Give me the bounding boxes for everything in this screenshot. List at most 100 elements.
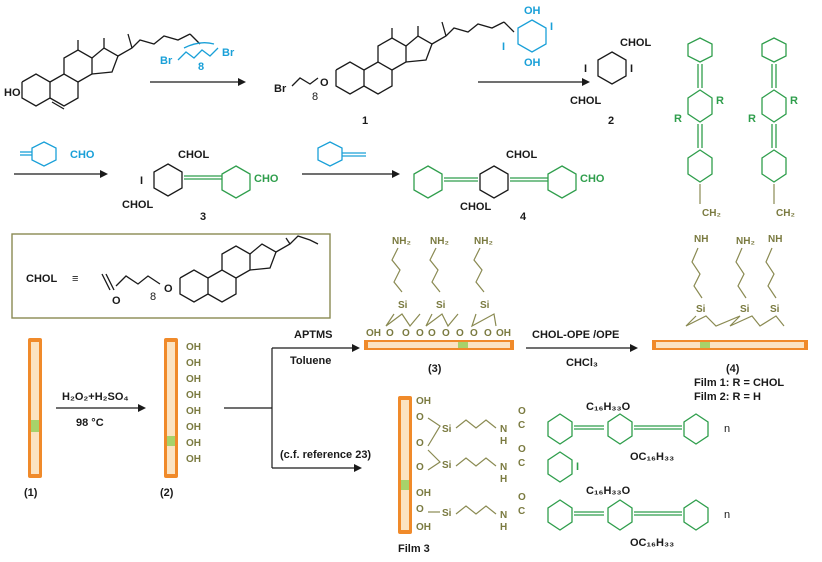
aptms-surface: NH₂ Si NH₂ Si NH₂ Si OH O O O O O O O O … xyxy=(364,236,514,375)
film3-c16h33o-top: C₁₆H₃₃O xyxy=(586,401,631,413)
film3-n-3: N xyxy=(500,510,507,521)
compound3-cho-label: CHO xyxy=(254,173,279,185)
dibromooctane-repeat: 8 xyxy=(198,61,204,73)
compound3-chol-bottom: CHOL xyxy=(122,199,153,211)
slide2-oh-6: OH xyxy=(186,422,201,433)
aptms-surface-o-6: O xyxy=(442,328,450,339)
dibromooctane-br-left: Br xyxy=(160,55,173,67)
ope-mid-nh2: NH₂ xyxy=(736,236,755,247)
aptms-surface-o-8: O xyxy=(470,328,478,339)
aptms-surface-o-4: O xyxy=(416,328,424,339)
ope-left-ch2: CH₂ xyxy=(702,208,721,219)
compound-4: CHOL CHOL CHO 4 xyxy=(413,149,605,223)
film3-h-3: H xyxy=(500,522,507,533)
film3-chain-3: N H C O C₁₆H₃₃O OC₁₆H₃₃ n xyxy=(455,485,730,549)
compound3-i-label: I xyxy=(140,175,143,187)
film3-c-1: C xyxy=(518,420,525,431)
compound3-number: 3 xyxy=(200,211,206,223)
film3-oh-bottom: OH xyxy=(416,522,431,533)
slide2-label: (2) xyxy=(160,487,174,499)
aptms-chain-3: NH₂ Si xyxy=(473,236,493,311)
film3-iodo-label: I xyxy=(576,461,579,473)
compound2-number: 2 xyxy=(608,115,614,127)
film3-o-3: O xyxy=(416,462,424,473)
slide2-oh-4: OH xyxy=(186,390,201,401)
compound-3: CHOL I CHOL CHO 3 xyxy=(122,149,279,223)
aptms-surface-o-2: O xyxy=(386,328,394,339)
compound1-repeat: 8 xyxy=(312,91,318,103)
ope-right-nh: NH xyxy=(768,234,782,245)
film3-oc16h33-mid: OC₁₆H₃₃ xyxy=(630,451,674,463)
ope-left-r-bottom: R xyxy=(674,113,682,125)
reagent-cho-label: CHO xyxy=(70,149,95,161)
film3-o-1: O xyxy=(416,412,424,423)
film3-n-subscript-1: n xyxy=(724,423,730,435)
film3-polymer: OH O O O OH O OH Si Si Si N H C O C₁₆H₃₃… xyxy=(398,396,730,555)
film3-n-subscript-2: n xyxy=(724,509,730,521)
compound2-i-left: I xyxy=(584,63,587,75)
film3-oc16h33-bottom: OC₁₆H₃₃ xyxy=(630,537,674,549)
film1-caption: Film 1: R = CHOL xyxy=(694,377,784,389)
arrow-hydroxylation: H₂O₂+H₂SO₄ 98 °C xyxy=(56,391,146,429)
aptms-surface-o-5: O xyxy=(428,328,436,339)
film3-n-1: N xyxy=(500,424,507,435)
ope-right-si: Si xyxy=(770,304,780,315)
chol-definition-box: CHOL ≡ O 8 O xyxy=(11,233,331,319)
arrow-step4 xyxy=(302,141,400,178)
ope-film-label: (4) xyxy=(726,363,740,375)
chol-def-equiv: ≡ xyxy=(72,273,78,285)
film3-caption: Film 3 xyxy=(398,543,430,555)
solvent-chcl3: CHCl₃ xyxy=(566,357,598,369)
compound1-br-label: Br xyxy=(274,83,287,95)
compound4-chol-bottom: CHOL xyxy=(460,201,491,213)
film3-c-2: C xyxy=(518,458,525,469)
aptms-si-1: Si xyxy=(398,300,408,311)
hydroquinone-i-right: I xyxy=(550,21,553,33)
slide2-oh-1: OH xyxy=(186,342,201,353)
slide2-oh-2: OH xyxy=(186,358,201,369)
arrow-step2: OH I I OH xyxy=(478,5,590,86)
film3-c-3: C xyxy=(518,506,525,517)
aptms-surface-o-7: O xyxy=(456,328,464,339)
film3-si-1: Si xyxy=(442,424,452,435)
chol-def-chol-label: CHOL xyxy=(26,273,57,285)
aptms-chain-2: NH₂ Si xyxy=(429,236,449,311)
ope-left-si: Si xyxy=(696,304,706,315)
slide2-oh-5: OH xyxy=(186,406,201,417)
film3-oh-top: OH xyxy=(416,396,431,407)
compound2-chol-bottom: CHOL xyxy=(570,95,601,107)
film3-c16h33o-low: C₁₆H₃₃O xyxy=(586,485,631,497)
reagent-chol-ope: CHOL-OPE /OPE xyxy=(532,329,619,341)
chol-def-o-right: O xyxy=(164,283,173,295)
arrow-step1: Br 8 Br xyxy=(150,42,246,86)
slide2-oh-3: OH xyxy=(186,374,201,385)
compound2-chol-top: CHOL xyxy=(620,37,651,49)
aptms-chain-1: NH₂ Si xyxy=(391,236,411,311)
cf-reference-label: (c.f. reference 23) xyxy=(280,449,371,461)
arrow-coupling: CHOL-OPE /OPE CHCl₃ xyxy=(526,329,638,369)
aptms-nh2-1: NH₂ xyxy=(392,236,411,247)
solvent-toluene: Toluene xyxy=(290,355,331,367)
hydroquinone-oh-top: OH xyxy=(524,5,541,17)
film3-h-2: H xyxy=(500,474,507,485)
compound4-number: 4 xyxy=(520,211,527,223)
film3-o-2: O xyxy=(416,438,424,449)
film3-si-2: Si xyxy=(442,460,452,471)
ope-right-r-bottom: R xyxy=(748,113,756,125)
chol-def-o-left: O xyxy=(112,295,121,307)
cholesterol: HO xyxy=(4,33,201,110)
reaction-temperature: 98 °C xyxy=(76,417,104,429)
ope-left-nh: NH xyxy=(694,234,708,245)
branch-arrows: APTMS Toluene (c.f. reference 23) xyxy=(224,329,371,472)
dibromooctane-br-right: Br xyxy=(222,47,235,59)
slide2-oh-8: OH xyxy=(186,454,201,465)
film3-o-carbonyl-1: O xyxy=(518,406,526,417)
film3-o-carbonyl-3: O xyxy=(518,492,526,503)
arrow-step3: CHO xyxy=(14,141,108,178)
compound1-number: 1 xyxy=(362,115,368,127)
ope-left-r-top: R xyxy=(716,95,724,107)
slide-1: (1) xyxy=(24,338,42,499)
compound-1: Br 8 O 1 xyxy=(274,21,515,127)
film2-caption: Film 2: R = H xyxy=(694,391,761,403)
